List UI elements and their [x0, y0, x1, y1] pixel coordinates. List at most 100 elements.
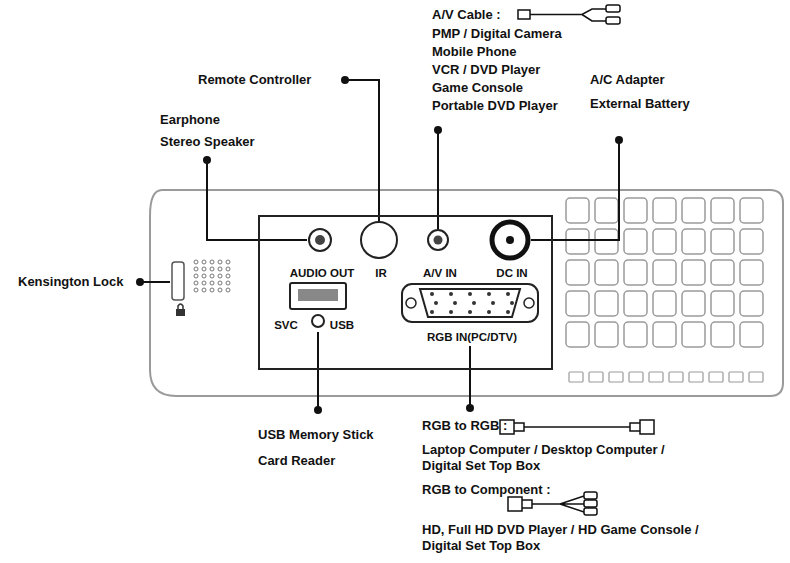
vent-slot: [649, 372, 663, 382]
vent-slot: [669, 372, 683, 382]
vent-cell: [653, 229, 676, 254]
vga-pin: [449, 292, 453, 296]
vent-cell: [711, 198, 734, 223]
lock-icon: [176, 304, 185, 316]
vga-pin: [434, 301, 438, 305]
speaker-dot: [210, 274, 214, 278]
leader-line: [207, 160, 307, 240]
callout-label: External Battery: [590, 96, 690, 112]
vent-cell: [595, 291, 618, 316]
callout-label: Stereo Speaker: [160, 134, 255, 150]
vga-pin: [487, 310, 491, 314]
speaker-dot: [226, 274, 230, 278]
vga-plug: [630, 420, 654, 434]
leader-line: [317, 332, 319, 410]
usb-port: [290, 283, 346, 309]
vga-pin: [472, 301, 476, 305]
vent-cell: [566, 229, 589, 254]
vent-slot: [629, 372, 643, 382]
vga-pin: [430, 310, 434, 314]
vent-cell: [711, 229, 734, 254]
vga-screw: [406, 298, 416, 308]
vent-grid: [566, 198, 763, 382]
leader-dot: [615, 136, 623, 144]
speaker-dot: [202, 281, 206, 285]
speaker-dot: [226, 267, 230, 271]
vent-cell: [682, 229, 705, 254]
lock-shackle: [178, 304, 183, 309]
vent-slot: [689, 372, 703, 382]
vent-slot: [709, 372, 723, 382]
vent-cell: [711, 291, 734, 316]
speaker-dot: [226, 281, 230, 285]
callout-label: USB Memory Stick: [258, 427, 374, 443]
speaker-dot: [210, 288, 214, 292]
callout-label: Portable DVD Player: [432, 98, 558, 114]
dc-jack: [492, 222, 528, 258]
vent-cell: [624, 198, 647, 223]
callout-label: Card Reader: [258, 453, 335, 469]
leader-dot: [434, 126, 442, 134]
rca-plug: [606, 5, 620, 12]
callout-label: Remote Controller: [198, 72, 311, 88]
rca-plug: [606, 17, 620, 24]
av-cable-icon: [518, 5, 620, 24]
vga-pin: [468, 310, 472, 314]
vent-cell: [740, 229, 763, 254]
rca-plug: [584, 492, 597, 499]
lock-slot: [172, 262, 184, 300]
speaker-dot: [226, 260, 230, 264]
vent-cell: [740, 291, 763, 316]
callout-label: A/V Cable :: [432, 7, 501, 23]
vent-cell: [566, 322, 589, 347]
vent-cell: [653, 260, 676, 285]
housing-outline: [150, 190, 783, 396]
vent-slot: [589, 372, 603, 382]
callout-label: Earphone: [160, 112, 220, 128]
vga-pin: [468, 292, 472, 296]
callout-label: A/C Adapter: [590, 72, 665, 88]
av-jack-hole: [434, 236, 443, 245]
cable-plug: [518, 10, 530, 19]
vent-cell: [624, 322, 647, 347]
vga-plate: [402, 284, 538, 322]
speaker-dot: [194, 260, 198, 264]
vent-cell: [653, 322, 676, 347]
vent-cell: [595, 260, 618, 285]
speaker-dot: [194, 281, 198, 285]
port-label: A/V IN: [423, 266, 457, 280]
speaker-dot: [202, 260, 206, 264]
port-label: AUDIO OUT: [290, 266, 355, 280]
vent-cell: [740, 198, 763, 223]
port-label: USB: [330, 318, 354, 332]
vga-pin: [506, 310, 510, 314]
port-label: SVC: [274, 318, 298, 332]
vga-pin: [491, 301, 495, 305]
callout-label: Laptop Computer / Desktop Computer / Dig…: [422, 442, 697, 474]
speaker-dot: [210, 267, 214, 271]
connector-panel: AUDIO OUTIRA/V INDC INSVCUSBRGB IN(PC/DT…: [258, 215, 553, 370]
vent-cell: [595, 198, 618, 223]
speaker-dot: [218, 288, 222, 292]
cable-wire: [532, 496, 584, 512]
usb-tongue: [298, 289, 338, 301]
speaker-dot: [218, 281, 222, 285]
leader-line: [469, 346, 471, 408]
leader-dot: [466, 404, 474, 412]
audio-jack: [309, 229, 331, 251]
rgb-cable-icon: [500, 420, 654, 434]
vent-cell: [595, 229, 618, 254]
leader-dots: [136, 76, 623, 414]
vga-screw: [524, 298, 534, 308]
cable-wire: [530, 9, 606, 21]
vent-cell: [682, 260, 705, 285]
vga-pin: [506, 292, 510, 296]
speaker-dot: [218, 267, 222, 271]
vga-pin: [453, 301, 457, 305]
leader-line: [531, 140, 619, 240]
speaker-dot: [218, 260, 222, 264]
vga-pin: [487, 292, 491, 296]
vga-pins: [430, 292, 514, 314]
vent-cell: [740, 322, 763, 347]
vent-cell: [653, 198, 676, 223]
